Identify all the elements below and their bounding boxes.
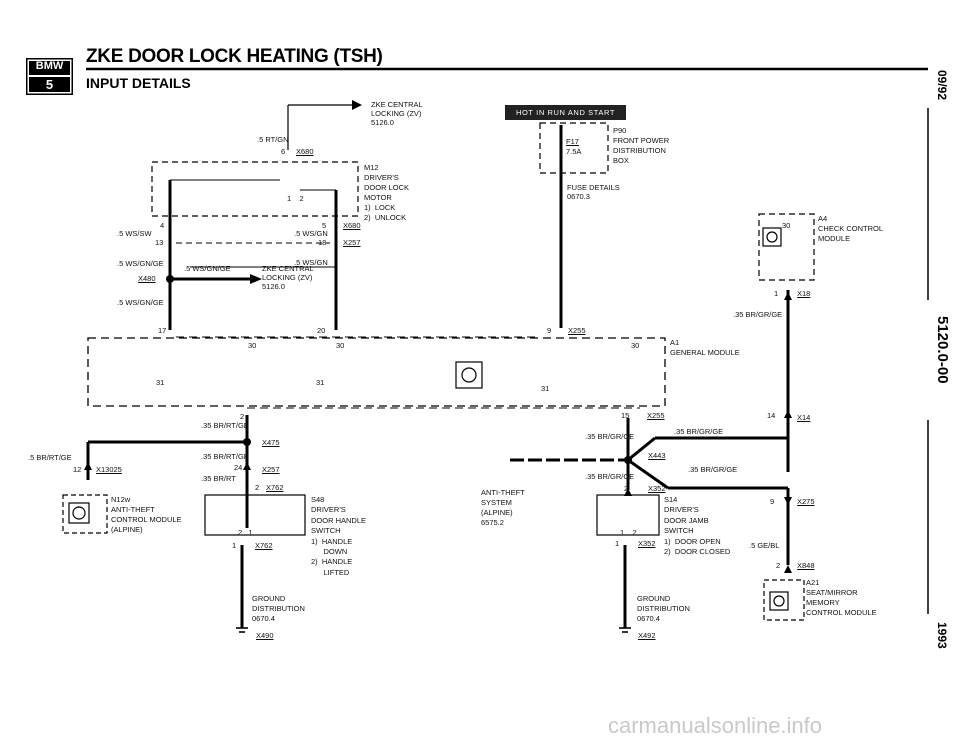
- logo-text: BMW: [35, 60, 64, 72]
- label-wire-br-rt: .35 BR/RT: [201, 474, 236, 483]
- label-zke-central-2: ZKE CENTRAL LOCKING (ZV) 5126.0: [262, 264, 314, 291]
- label-pin-5: 5: [322, 221, 327, 230]
- label-zke-central: ZKE CENTRAL LOCKING (ZV) 5126.0: [371, 100, 423, 127]
- label-x475: X475: [262, 438, 280, 447]
- label-pin-17: 17: [158, 326, 167, 335]
- label-p90: P90 FRONT POWER DISTRIBUTION BOX: [613, 126, 670, 165]
- label-pin-18: 18: [318, 238, 327, 247]
- label-f17: F17: [566, 137, 579, 146]
- label-wire-ws-gn-ge: .5 WS/GN/GE: [117, 259, 164, 268]
- label-x255: X255: [568, 326, 586, 335]
- label-pin-2b: 2: [255, 483, 260, 492]
- label-a1-pin-31-3: 31: [541, 384, 550, 393]
- label-a1-pin-31-1: 31: [156, 378, 165, 387]
- label-x680b: X680: [343, 221, 361, 230]
- watermark: carmanualsonline.info: [608, 713, 823, 738]
- label-wire-br-gr-ge-5: .35 BR/GR/GE: [585, 472, 635, 481]
- label-a4-pin-30: 30: [782, 221, 791, 230]
- bmw-logo: [26, 58, 73, 95]
- label-wire-br-gr-ge-3: .35 BR/GR/GE: [674, 427, 724, 436]
- page-title: ZKE DOOR LOCK HEATING (TSH): [86, 46, 383, 67]
- label-wire-ws-gn-ge-2: .5 WS/GN/GE: [184, 264, 231, 273]
- label-a1: A1 GENERAL MODULE: [670, 338, 740, 357]
- label-n12w: N12w ANTI-THEFT CONTROL MODULE (ALPINE): [111, 495, 182, 534]
- label-wire-ws-gn: .5 WS/GN: [294, 229, 328, 238]
- label-a1-pin-30-1: 30: [248, 341, 257, 350]
- label-x352: X352: [648, 484, 666, 493]
- label-pin-1c: 1: [615, 539, 620, 548]
- label-m12: M12 DRIVER'S DOOR LOCK MOTOR 1) LOCK 2) …: [364, 163, 410, 222]
- label-pin-13: 13: [155, 238, 164, 247]
- label-wire-rt-gn: .5 RT/GN: [257, 135, 289, 144]
- label-a4: A4 CHECK CONTROL MODULE: [818, 214, 884, 243]
- label-pin-2d: 2: [776, 561, 781, 570]
- label-s14-pins: 1 2: [620, 528, 637, 537]
- label-x848: X848: [797, 561, 815, 570]
- label-pin-2: 2: [240, 412, 245, 421]
- label-pin-24: 24: [234, 463, 243, 472]
- label-s14: S14 DRIVER'S DOOR JAMB SWITCH 1) DOOR OP…: [664, 495, 731, 557]
- label-x492: X492: [638, 631, 656, 640]
- label-a1-pin-30-2: 30: [336, 341, 345, 350]
- label-x490: X490: [256, 631, 274, 640]
- label-a1-pin-30-3: 30: [631, 341, 640, 350]
- label-wire-br-rt-ge-3: .35 BR/RT/GE: [201, 452, 249, 461]
- label-a1-pin-31-2: 31: [316, 378, 325, 387]
- label-x18: X18: [797, 289, 811, 298]
- label-a4-pin-1: 1: [774, 289, 779, 298]
- page-subtitle: INPUT DETAILS: [86, 75, 191, 91]
- label-anti-theft: ANTI-THEFT SYSTEM (ALPINE) 6575.2: [481, 488, 525, 527]
- label-x352b: X352: [638, 539, 656, 548]
- label-pin-2c: 2: [624, 484, 629, 493]
- label-wire-br-gr-ge-1: .35 BR/GR/GE: [733, 310, 783, 319]
- label-wire-ws-gn-2: .5 WS/GN: [294, 258, 328, 267]
- label-x255b: X255: [647, 411, 665, 420]
- label-x13025: X13025: [96, 465, 122, 474]
- label-x14: X14: [797, 413, 811, 422]
- label-pin-1b: 1: [232, 541, 237, 550]
- label-pin-12: 12: [73, 465, 82, 474]
- label-x257: X257: [343, 238, 361, 247]
- label-pin-9: 9: [547, 326, 552, 335]
- label-pin-20: 20: [317, 326, 326, 335]
- label-pin-4: 4: [160, 221, 165, 230]
- label-x443: X443: [648, 451, 666, 460]
- label-a21: A21 SEAT/MIRROR MEMORY CONTROL MODULE: [806, 578, 877, 617]
- label-wire-br-gr-ge-2: .35 BR/GR/GE: [585, 432, 635, 441]
- label-s48: S48 DRIVER'S DOOR HANDLE SWITCH 1) HANDL…: [311, 495, 367, 577]
- hot-in-run-badge: HOT IN RUN AND START: [505, 105, 626, 120]
- label-x680: X680: [296, 147, 314, 156]
- label-wire-br-rt-ge-2: .5 BR/RT/GE: [28, 453, 72, 462]
- label-s48-pins: 2 1: [238, 528, 253, 537]
- label-x275: X275: [797, 497, 815, 506]
- label-pin-9b: 9: [770, 497, 775, 506]
- label-pin-15: 15: [621, 411, 630, 420]
- label-ground-2: GROUND DISTRIBUTION 0670.4: [637, 594, 690, 623]
- label-fuse-details: FUSE DETAILS 0670.3: [567, 183, 620, 201]
- label-x480: X480: [138, 274, 156, 283]
- label-wire-ws-gn-ge-3: .5 WS/GN/GE: [117, 298, 164, 307]
- label-x762: X762: [266, 483, 284, 492]
- label-wire-ge-bl: .5 GE/BL: [749, 541, 780, 550]
- label-wire-br-rt-ge-1: .35 BR/RT/GE: [201, 421, 249, 430]
- label-fuse-rating: 7.5A: [566, 147, 582, 156]
- label-x762b: X762: [255, 541, 273, 550]
- label-pin-14: 14: [767, 411, 776, 420]
- label-ground-1: GROUND DISTRIBUTION 0670.4: [252, 594, 305, 623]
- label-motor-pins: 1 2: [287, 194, 304, 203]
- label-wire-ws-sw: .5 WS/SW: [117, 229, 152, 238]
- logo-number: 5: [45, 77, 54, 92]
- label-x257b: X257: [262, 465, 280, 474]
- label-wire-br-gr-ge-4: .35 BR/GR/GE: [688, 465, 738, 474]
- label-pin-6: 6: [281, 147, 286, 156]
